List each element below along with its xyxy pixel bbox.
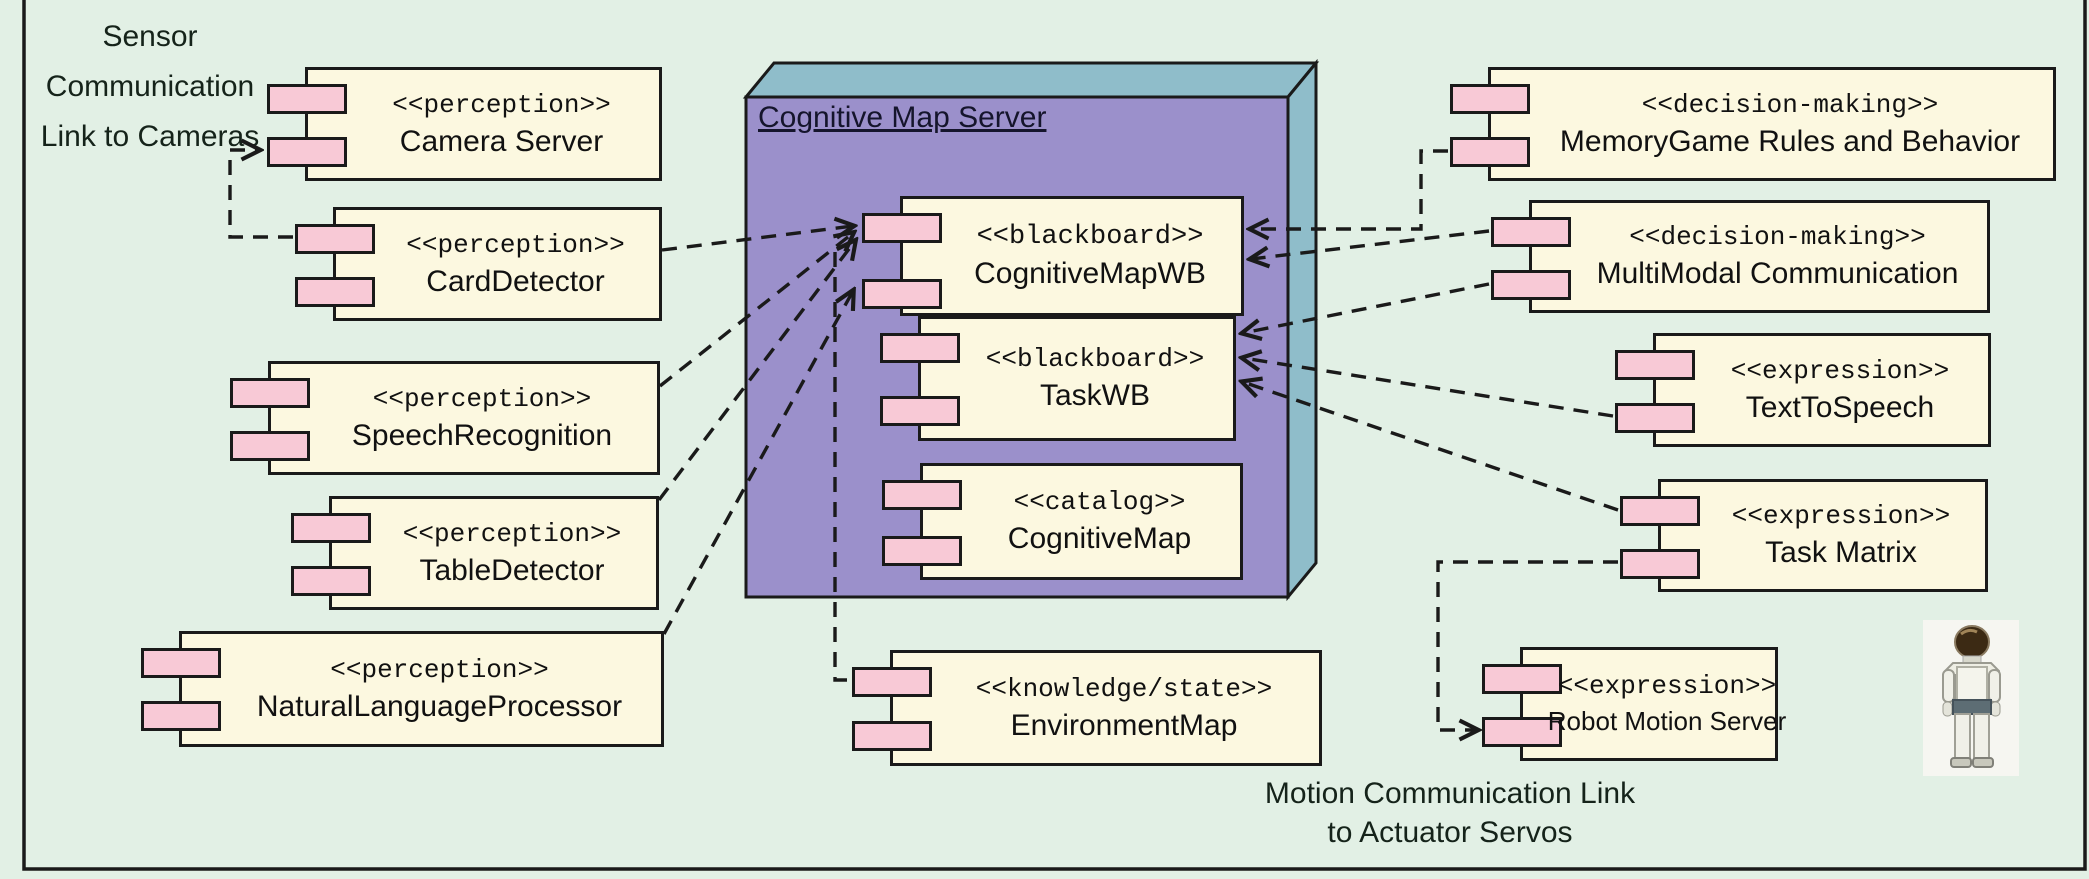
sensor-link-label-line1: Sensor — [102, 20, 198, 53]
component-port-icon — [1620, 496, 1700, 526]
component-name: Camera Server — [399, 124, 604, 158]
uml-component-environment-map: <<knowledge/state>> EnvironmentMap — [852, 650, 1322, 766]
component-text: <<blackboard>> TaskWB — [921, 319, 1233, 438]
figure-border — [22, 0, 2087, 871]
uml-component-card-detector: <<perception>> CardDetector — [295, 207, 662, 321]
motion-link-label-line2: to Actuator Servos — [1327, 816, 1573, 849]
motion-link-label-line1: Motion Communication Link — [1264, 777, 1636, 810]
component-stereotype: <<catalog>> — [1013, 487, 1186, 517]
component-stereotype: <<decision-making>> — [1629, 222, 1926, 252]
component-stereotype: <<expression>> — [1731, 501, 1951, 531]
component-port-icon — [862, 213, 942, 243]
uml-component-multimodal-communication: <<decision-making>> MultiModal Communicat… — [1491, 200, 1990, 313]
uml-component-cognitive-map: <<catalog>> CognitiveMap — [882, 463, 1243, 580]
uml-component-task-matrix: <<expression>> Task Matrix — [1620, 479, 1988, 592]
component-stereotype: <<blackboard>> — [976, 221, 1204, 252]
uml-component-robot-motion-server: <<expression>> Robot Motion Server — [1482, 647, 1786, 761]
component-stereotype: <<perception>> — [392, 89, 611, 120]
component-stereotype: <<perception>> — [330, 654, 549, 685]
uml-component-cognitive-map-wb: <<blackboard>> CognitiveMapWB — [862, 196, 1244, 316]
component-port-icon — [1491, 270, 1571, 300]
sensor-link-label-line3: Link to Cameras — [40, 120, 260, 153]
component-name: EnvironmentMap — [1010, 708, 1238, 742]
component-text: <<decision-making>> MultiModal Communicat… — [1532, 203, 1987, 310]
robot-photo-icon — [1923, 620, 2019, 776]
server-top-face — [742, 61, 1320, 99]
component-port-icon — [295, 277, 375, 307]
component-port-icon — [267, 84, 347, 114]
component-port-icon — [1450, 137, 1530, 167]
component-port-icon — [291, 566, 371, 596]
component-port-icon — [882, 480, 962, 510]
sensor-link-label: Sensor Communication Link to Cameras — [35, 12, 265, 162]
component-name: TableDetector — [419, 553, 605, 587]
component-port-icon — [882, 536, 962, 566]
uml-component-table-detector: <<perception>> TableDetector — [291, 496, 659, 610]
uml-component-camera-server: <<perception>> Camera Server — [267, 67, 662, 181]
component-port-icon — [1491, 217, 1571, 247]
component-name: TaskWB — [1039, 379, 1150, 412]
component-text: <<perception>> NaturalLanguageProcessor — [182, 634, 661, 744]
component-name: SpeechRecognition — [351, 418, 613, 452]
component-name: CognitiveMapWB — [974, 256, 1206, 290]
component-stereotype: <<expression>> — [1557, 671, 1777, 701]
component-text: <<catalog>> CognitiveMap — [923, 466, 1240, 577]
motion-link-label: Motion Communication Link to Actuator Se… — [1215, 774, 1685, 852]
component-port-icon — [295, 224, 375, 254]
component-port-icon — [291, 513, 371, 543]
component-stereotype: <<knowledge/state>> — [975, 673, 1273, 704]
uml-component-task-wb: <<blackboard>> TaskWB — [880, 316, 1236, 441]
component-name: CognitiveMap — [1007, 522, 1192, 555]
component-text: <<blackboard>> CognitiveMapWB — [903, 199, 1241, 313]
server-right-face — [1286, 58, 1318, 602]
component-name: Robot Motion Server — [1547, 706, 1787, 736]
component-port-icon — [230, 378, 310, 408]
uml-component-text-to-speech: <<expression>> TextToSpeech — [1615, 333, 1991, 447]
component-text: <<expression>> Robot Motion Server — [1523, 650, 1786, 758]
component-port-icon — [852, 721, 932, 751]
component-port-icon — [1450, 84, 1530, 114]
component-text: <<expression>> TextToSpeech — [1656, 336, 1988, 444]
component-stereotype: <<perception>> — [372, 383, 592, 414]
uml-component-speech-recognition: <<perception>> SpeechRecognition — [230, 361, 660, 475]
component-name: MemoryGame Rules and Behavior — [1559, 124, 2021, 158]
component-port-icon — [141, 701, 221, 731]
server-title: Cognitive Map Server — [758, 101, 1047, 134]
component-port-icon — [1620, 549, 1700, 579]
component-port-icon — [1615, 350, 1695, 380]
component-text: <<perception>> TableDetector — [332, 499, 656, 607]
uml-component-natural-language-processor: <<perception>> NaturalLanguageProcessor — [141, 631, 664, 747]
component-stereotype: <<decision-making>> — [1641, 89, 1939, 120]
component-port-icon — [230, 431, 310, 461]
component-name: NaturalLanguageProcessor — [256, 689, 623, 723]
component-stereotype: <<perception>> — [402, 518, 622, 549]
component-name: MultiModal Communication — [1596, 257, 1959, 290]
component-text: <<knowledge/state>> EnvironmentMap — [893, 653, 1319, 763]
component-text: <<perception>> CardDetector — [336, 210, 659, 318]
component-name: CardDetector — [426, 264, 605, 298]
component-text: <<decision-making>> MemoryGame Rules and … — [1491, 70, 2053, 178]
component-port-icon — [141, 648, 221, 678]
component-text: <<expression>> Task Matrix — [1661, 482, 1985, 589]
component-text: <<perception>> SpeechRecognition — [271, 364, 657, 472]
component-stereotype: <<expression>> — [1730, 355, 1950, 386]
component-name: TextToSpeech — [1745, 390, 1935, 424]
component-text: <<perception>> Camera Server — [308, 70, 659, 178]
asimo-robot-drawing — [1923, 620, 2019, 776]
component-port-icon — [880, 333, 960, 363]
component-stereotype: <<blackboard>> — [985, 344, 1205, 374]
sensor-link-label-line2: Communication — [45, 70, 255, 103]
component-port-icon — [852, 667, 932, 697]
uml-component-memory-game-rules: <<decision-making>> MemoryGame Rules and … — [1450, 67, 2056, 181]
component-port-icon — [880, 396, 960, 426]
component-name: Task Matrix — [1765, 536, 1917, 569]
component-stereotype: <<perception>> — [406, 229, 625, 260]
component-port-icon — [862, 279, 942, 309]
